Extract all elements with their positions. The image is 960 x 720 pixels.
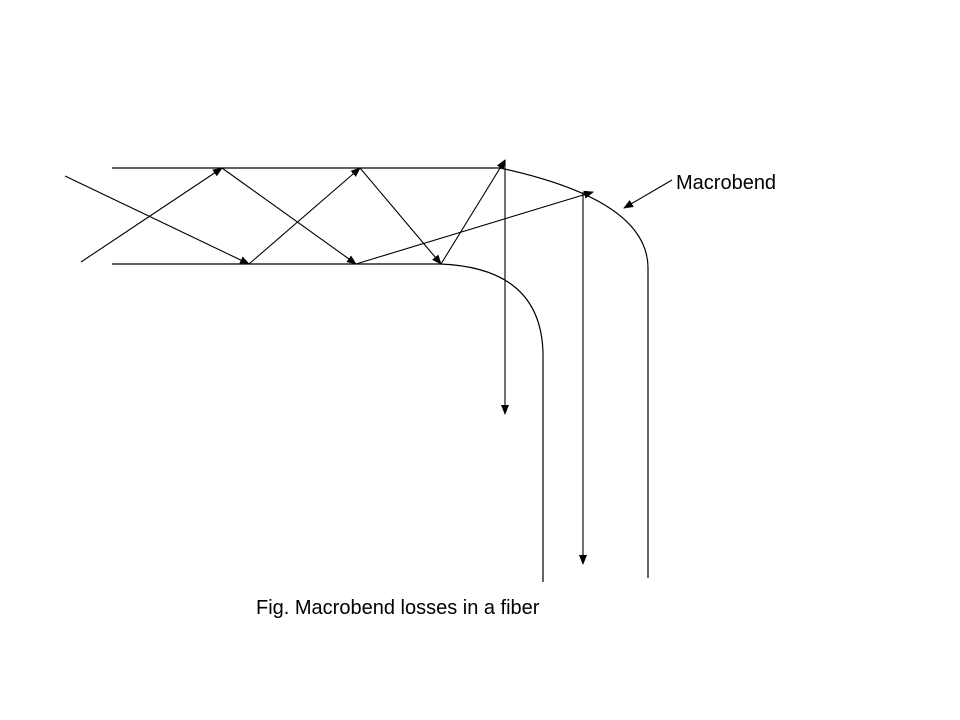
- reflected-ray-3: [440, 159, 506, 265]
- second-reflected-ray-2: [355, 190, 594, 265]
- macrobend-label: Macrobend: [676, 172, 776, 194]
- fiber-inner-wall: [112, 263, 544, 582]
- second-reflected-ray-1: [221, 167, 357, 265]
- macrobend-callout-arrow: [623, 179, 673, 209]
- reflected-ray-2: [359, 167, 442, 265]
- reflected-ray-1: [248, 167, 361, 265]
- second-incoming-ray: [80, 167, 223, 263]
- incoming-ray: [64, 175, 250, 265]
- fiber-outer-wall: [112, 167, 649, 578]
- figure-caption: Fig. Macrobend losses in a fiber: [256, 597, 540, 619]
